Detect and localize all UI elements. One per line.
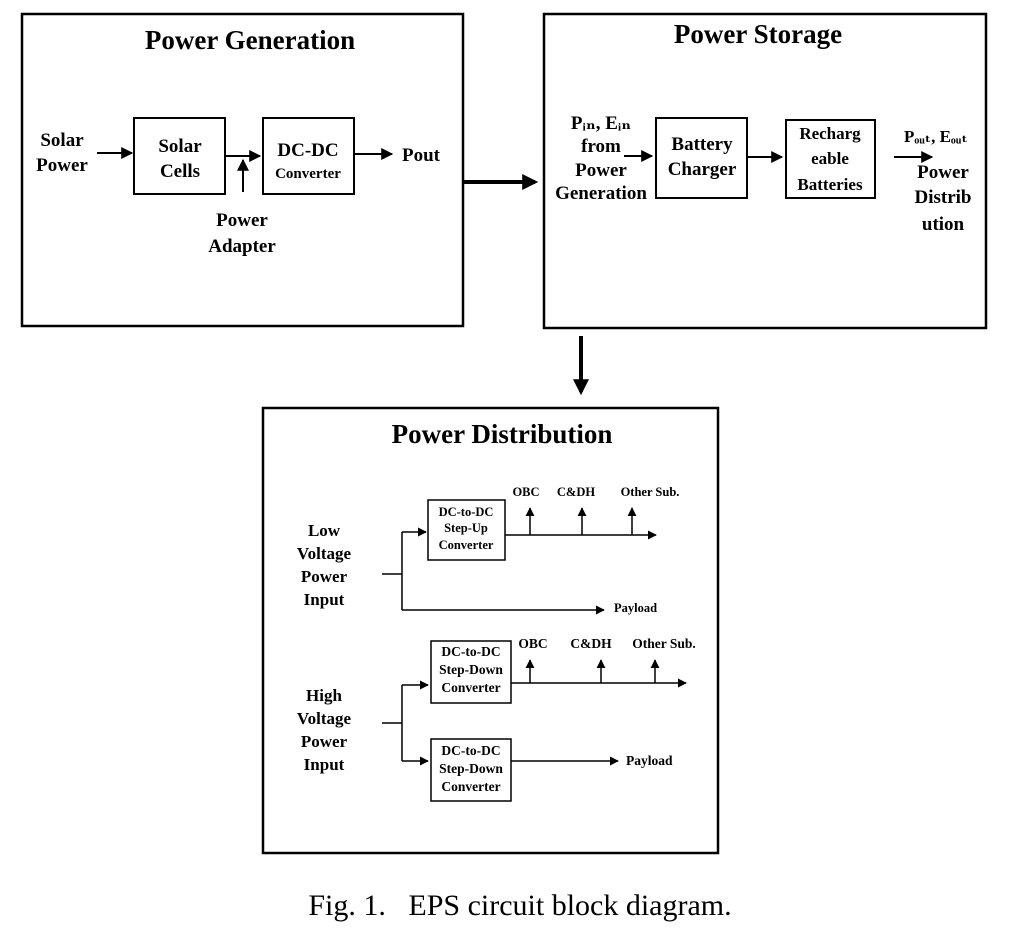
power-distribution-block: Power Distribution Low Voltage Power Inp…: [261, 406, 720, 855]
dcdc-label-2: Converter: [275, 166, 341, 182]
stepup-label-2: Step-Up: [444, 521, 488, 535]
high-input-label-2: Voltage: [297, 709, 352, 728]
battery-charger-box: [655, 117, 748, 199]
stepdown2-label-3: Converter: [441, 779, 500, 794]
solar-cells-label-2: Cells: [160, 161, 200, 182]
high-input-label-1: High: [306, 686, 342, 705]
low-payload-label: Payload: [614, 601, 657, 615]
high-obc-label: OBC: [518, 636, 547, 651]
stepdown2-label-1: DC-to-DC: [441, 743, 500, 758]
power-generation-title: Power Generation: [145, 25, 355, 55]
low-obc-label: OBC: [512, 485, 539, 499]
storage-input-label-2: from: [581, 136, 621, 157]
power-storage-frame: [542, 12, 988, 330]
stepup-converter-box: [427, 499, 506, 561]
dcdc-converter-box: [262, 117, 355, 195]
low-other-label: Other Sub.: [621, 485, 680, 499]
storage-output-label: Pₒᵤₜ, Eₒᵤₜ: [904, 127, 968, 146]
battery-charger-label-2: Charger: [668, 159, 737, 180]
battery-charger-label-1: Battery: [671, 134, 733, 155]
storage-distribution-label-2: Distrib: [915, 187, 972, 208]
low-input-label-1: Low: [308, 521, 341, 540]
storage-distribution-label-3: ution: [922, 214, 965, 235]
stepdown1-label-3: Converter: [441, 680, 500, 695]
low-cdh-label: C&DH: [557, 485, 595, 499]
low-input-label-3: Power: [301, 567, 348, 586]
batteries-label-3: Batteries: [797, 175, 863, 194]
power-generation-block: Power Generation Solar Power Solar Cells…: [20, 12, 465, 328]
power-storage-block: Power Storage Pᵢₙ, Eᵢₙ from Power Genera…: [542, 12, 988, 330]
stepup-label-1: DC-to-DC: [439, 505, 494, 519]
high-input-label-4: Input: [304, 755, 345, 774]
stepdown-converter-2-box: [430, 738, 512, 802]
stepdown2-label-2: Step-Down: [439, 761, 503, 776]
high-other-label: Other Sub.: [632, 636, 696, 651]
solar-power-label-1: Solar: [40, 130, 84, 151]
dcdc-label-1: DC-DC: [277, 140, 338, 161]
storage-input-label-1: Pᵢₙ, Eᵢₙ: [571, 113, 631, 134]
high-payload-label: Payload: [626, 753, 673, 768]
power-distribution-title: Power Distribution: [392, 419, 613, 449]
stepdown1-label-2: Step-Down: [439, 662, 503, 677]
high-input-label-3: Power: [301, 732, 348, 751]
power-distribution-frame: [261, 406, 720, 855]
pout-label: Pout: [402, 145, 441, 166]
solar-power-label-2: Power: [36, 155, 88, 176]
power-storage-title: Power Storage: [674, 19, 842, 49]
high-cdh-label: C&DH: [570, 636, 612, 651]
stepdown-converter-1-box: [430, 640, 512, 704]
solar-cells-box: [133, 117, 226, 195]
rechargeable-batteries-box: [785, 119, 876, 199]
power-generation-frame: [20, 12, 465, 328]
batteries-label-1: Recharg: [799, 124, 861, 143]
solar-cells-label-1: Solar: [158, 136, 202, 157]
storage-distribution-label-1: Power: [917, 162, 969, 183]
stepdown1-label-1: DC-to-DC: [441, 644, 500, 659]
power-adapter-label-1: Power: [216, 210, 268, 231]
figure-caption: Fig. 1. EPS circuit block diagram.: [308, 889, 731, 922]
batteries-label-2: eable: [811, 149, 849, 168]
storage-input-label-3: Power: [575, 160, 627, 181]
power-adapter-label-2: Adapter: [208, 236, 276, 257]
storage-input-label-4: Generation: [555, 183, 647, 204]
stepup-label-3: Converter: [439, 538, 494, 552]
low-input-label-2: Voltage: [297, 544, 352, 563]
low-input-label-4: Input: [304, 590, 345, 609]
